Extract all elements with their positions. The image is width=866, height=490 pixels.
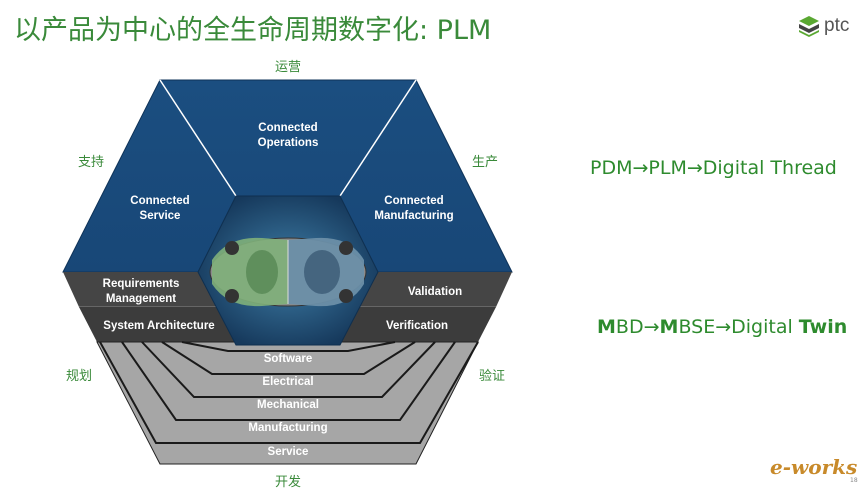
- ptc-logo-icon: [799, 16, 819, 37]
- mbd-rest: BD→: [615, 316, 660, 338]
- ptc-logo-text: ptc: [824, 15, 850, 36]
- stage-label-right-lower: 验证: [479, 369, 506, 384]
- divider-left: [159, 79, 237, 197]
- evolution-text-pdm: PDM→PLM→Digital Thread: [590, 157, 837, 179]
- slide-title: 以产品为中心的全生命周期数字化: PLM: [14, 15, 492, 46]
- band-system-architecture: System Architecture: [103, 320, 214, 332]
- mbse-rest: BSE→Digital: [678, 316, 799, 338]
- divider-right: [339, 79, 417, 197]
- stage-label-right-upper: 生产: [472, 155, 499, 170]
- layer-software: Software: [264, 353, 313, 365]
- mbd-m-bold: M: [597, 316, 616, 338]
- band-requirements-line2: Management: [106, 293, 176, 305]
- segment-right-line1: Connected: [384, 195, 443, 207]
- ptc-logo: ptc: [798, 15, 849, 37]
- car-image: [209, 237, 367, 307]
- segment-left-line2: Service: [140, 210, 181, 222]
- band-validation: Validation: [408, 286, 462, 298]
- evolution-text-mbd: MBD→MBSE→Digital Twin: [597, 316, 847, 338]
- stage-label-left-lower: 规划: [66, 369, 93, 384]
- layer-manufacturing: Manufacturing: [248, 422, 327, 434]
- segment-left-line1: Connected: [130, 195, 189, 207]
- twin-bold: Twin: [798, 316, 848, 338]
- eworks-watermark-logo: e-works: [770, 455, 858, 479]
- layer-electrical: Electrical: [262, 376, 313, 388]
- layer-service: Service: [268, 446, 309, 458]
- band-requirements-line1: Requirements: [103, 278, 180, 290]
- hexagon-lower-gray: [96, 341, 479, 465]
- v-model-lines: [99, 341, 479, 444]
- stage-label-left-upper: 支持: [78, 155, 105, 170]
- segment-top-line2: Operations: [258, 137, 319, 149]
- segment-right-line2: Manufacturing: [374, 210, 453, 222]
- band-verification: Verification: [386, 320, 448, 332]
- mbse-m-bold: M: [659, 316, 679, 338]
- layer-mechanical: Mechanical: [257, 399, 319, 411]
- page-number: 18: [850, 477, 858, 484]
- segment-top-line1: Connected: [258, 122, 317, 134]
- stage-label-bottom: 开发: [275, 475, 302, 490]
- stage-label-top: 运营: [275, 60, 302, 75]
